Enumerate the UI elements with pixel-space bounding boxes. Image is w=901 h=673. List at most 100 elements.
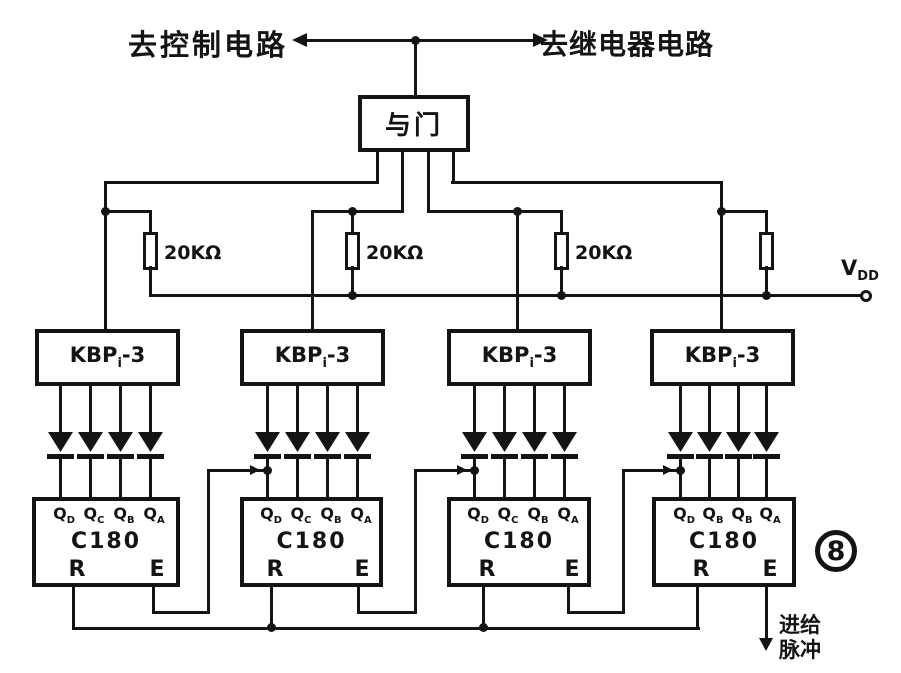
diode-icon bbox=[47, 432, 74, 459]
feed-pulse-line2: 脉冲 bbox=[779, 638, 821, 662]
wire bbox=[560, 210, 563, 234]
arrow-left-icon bbox=[292, 33, 307, 47]
kbp-base: KBP bbox=[274, 343, 323, 368]
q-base: Q bbox=[83, 504, 98, 523]
kbp-4-label: KBPi-3 bbox=[685, 343, 760, 371]
chip-name: C180 bbox=[276, 529, 347, 554]
wire bbox=[708, 384, 711, 433]
wire bbox=[720, 210, 768, 213]
q-base: Q bbox=[759, 504, 773, 523]
vdd-label: VDD bbox=[841, 256, 879, 284]
wire bbox=[104, 210, 152, 213]
kbp-box-2: KBPi-3 bbox=[240, 329, 385, 386]
wire bbox=[326, 384, 329, 433]
diode-icon bbox=[725, 432, 752, 459]
q-sub: D bbox=[686, 515, 695, 527]
q-sub: B bbox=[127, 515, 135, 527]
wire bbox=[427, 150, 430, 212]
wire bbox=[357, 611, 417, 614]
wire bbox=[356, 384, 359, 433]
wire bbox=[149, 210, 152, 234]
q-sub: C bbox=[97, 515, 105, 527]
q-base: Q bbox=[702, 504, 717, 523]
kbp-sub: i bbox=[732, 356, 737, 372]
q-sub: A bbox=[570, 515, 579, 527]
wire bbox=[679, 384, 682, 433]
q-output-label: QB bbox=[726, 504, 758, 526]
q-base: Q bbox=[527, 504, 542, 523]
q-base: Q bbox=[557, 504, 571, 523]
wire bbox=[207, 469, 269, 472]
wire bbox=[622, 469, 682, 472]
wire bbox=[737, 459, 740, 498]
enable-pin-label: E bbox=[354, 557, 370, 582]
wire bbox=[306, 39, 534, 42]
kbp-base: KBP bbox=[684, 343, 733, 368]
figure-number-badge: 8 bbox=[815, 530, 857, 572]
reset-bus-wire bbox=[72, 627, 700, 630]
reset-pin-label: R bbox=[692, 557, 710, 582]
resistor-2-label: 20KΩ bbox=[366, 242, 424, 264]
c180-box-1: QD QC QB QA C180 R E bbox=[32, 497, 180, 587]
c180-box-3: QD QC QB QA C180 R E bbox=[447, 497, 591, 587]
wire bbox=[451, 181, 723, 184]
kbp-suffix: -3 bbox=[121, 343, 146, 368]
diode-icon bbox=[461, 432, 488, 459]
wire bbox=[351, 210, 354, 234]
kbp-sub: i bbox=[117, 356, 122, 372]
wire bbox=[473, 384, 476, 433]
q-base: Q bbox=[467, 504, 481, 523]
wire bbox=[622, 469, 625, 614]
q-sub: C bbox=[511, 515, 519, 527]
arrow-right-icon bbox=[533, 33, 548, 47]
diode-icon bbox=[77, 432, 104, 459]
q-output-label: QA bbox=[754, 504, 786, 526]
q-output-label: QB bbox=[697, 504, 729, 526]
kbp-suffix: -3 bbox=[326, 343, 351, 368]
q-base: Q bbox=[497, 504, 512, 523]
wire bbox=[503, 459, 506, 498]
kbp-base: KBP bbox=[69, 343, 118, 368]
kbp-base: KBP bbox=[481, 343, 530, 368]
q-output-label: QC bbox=[285, 504, 317, 526]
wire bbox=[311, 210, 314, 331]
wire bbox=[357, 585, 360, 614]
diode-icon bbox=[254, 432, 281, 459]
enable-pin-label: E bbox=[149, 557, 165, 582]
wire bbox=[563, 384, 566, 433]
feed-pulse-wire bbox=[765, 585, 768, 639]
junction-dot bbox=[717, 207, 726, 216]
kbp-2-label: KBPi-3 bbox=[275, 343, 350, 371]
q-sub: B bbox=[334, 515, 342, 527]
q-sub: A bbox=[156, 515, 165, 527]
q-base: Q bbox=[143, 504, 157, 523]
wire bbox=[533, 384, 536, 433]
c180-box-4: QD QB QB QA C180 R E bbox=[652, 497, 796, 587]
feed-pulse-label: 进给 脉冲 bbox=[779, 613, 821, 663]
resistor-2 bbox=[345, 232, 360, 270]
wire bbox=[89, 459, 92, 498]
wire bbox=[152, 585, 155, 614]
junction-dot bbox=[762, 291, 771, 300]
q-base: Q bbox=[320, 504, 335, 523]
q-sub: B bbox=[745, 515, 753, 527]
diode-icon bbox=[551, 432, 578, 459]
q-output-label: QD bbox=[668, 504, 700, 526]
q-output-label: QC bbox=[78, 504, 110, 526]
to-relay-circuit-label: 去继电器电路 bbox=[540, 28, 715, 61]
q-base: Q bbox=[673, 504, 687, 523]
kbp-box-3: KBPi-3 bbox=[447, 329, 592, 386]
vdd-base: V bbox=[841, 256, 858, 280]
wire bbox=[270, 585, 273, 630]
wire bbox=[765, 384, 768, 433]
junction-dot bbox=[676, 466, 685, 475]
wire bbox=[503, 384, 506, 433]
junction-dot bbox=[348, 291, 357, 300]
q-output-label: QA bbox=[345, 504, 377, 526]
q-sub: B bbox=[716, 515, 724, 527]
wire bbox=[266, 459, 269, 498]
wire bbox=[149, 266, 152, 297]
arrow-right-icon bbox=[457, 465, 467, 475]
feed-pulse-line1: 进给 bbox=[779, 613, 821, 637]
